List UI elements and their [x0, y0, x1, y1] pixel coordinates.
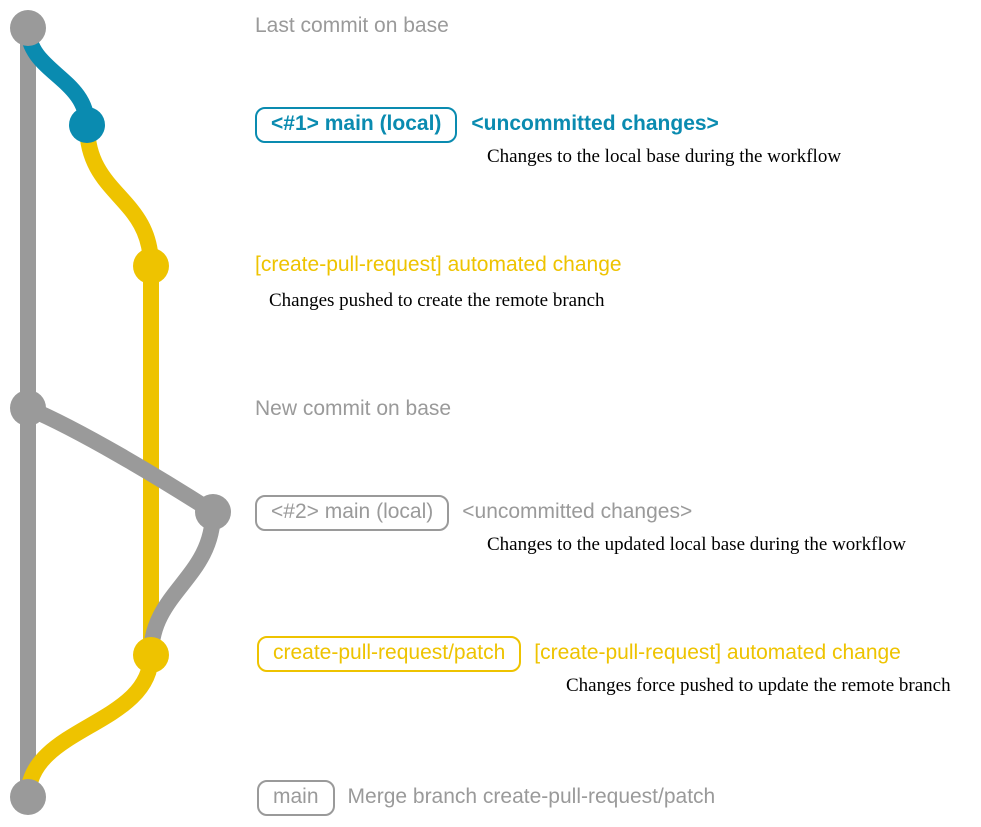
branch-label-c7[interactable]: main [257, 780, 335, 817]
commit-row-c2: <#1> main (local) <uncommitted changes> [255, 107, 719, 144]
commit-node-c1[interactable] [10, 10, 46, 46]
commit-row-c5: <#2> main (local) <uncommitted changes> [255, 495, 693, 532]
commit-description-c5: Changes to the updated local base during… [487, 534, 906, 555]
commit-description-c3: Changes pushed to create the remote bran… [269, 290, 605, 311]
commit-node-c3[interactable] [133, 248, 169, 284]
branch-label-c5[interactable]: <#2> main (local) [255, 495, 450, 532]
commit-row-c6: create-pull-request/patch [create-pull-r… [257, 636, 901, 673]
commit-row-c7: main Merge branch create-pull-request/pa… [257, 780, 716, 817]
commit-description-c6: Changes force pushed to update the remot… [566, 675, 951, 696]
commit-subject-c3: [create-pull-request] automated change [255, 253, 622, 276]
commit-subject-c7: Merge branch create-pull-request/patch [347, 785, 716, 808]
commit-subject-c4: New commit on base [255, 397, 452, 420]
commit-subject-c6: [create-pull-request] automated change [534, 641, 901, 664]
commit-subject-c2: <uncommitted changes> [471, 112, 719, 135]
commit-subject-c1: Last commit on base [255, 14, 449, 37]
commit-node-c2[interactable] [69, 107, 105, 143]
commit-node-c5[interactable] [195, 494, 231, 530]
branch-label-c6[interactable]: create-pull-request/patch [257, 636, 522, 673]
branch-label-c2[interactable]: <#1> main (local) [255, 107, 458, 144]
commit-node-c7[interactable] [10, 779, 46, 815]
updated-local-merge-line [143, 504, 221, 663]
commit-node-c4[interactable] [10, 390, 46, 426]
commit-description-c2: Changes to the local base during the wor… [487, 146, 842, 167]
updated-local-branch-line [20, 400, 221, 520]
commit-node-c6[interactable] [133, 637, 169, 673]
remote-merge-into-base-line [20, 647, 159, 805]
commit-subject-c5: <uncommitted changes> [462, 500, 693, 523]
remote-branch-line-upper [79, 117, 159, 274]
